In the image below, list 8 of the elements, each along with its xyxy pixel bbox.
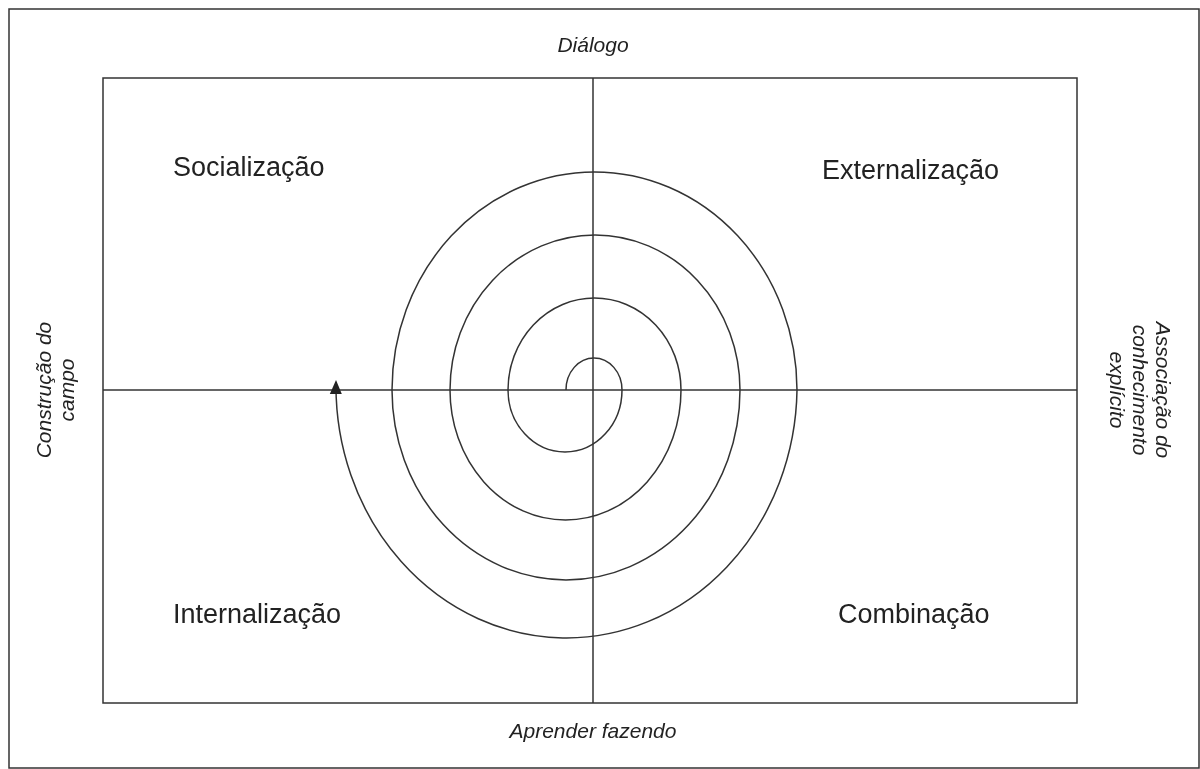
quadrant-label: Combinação — [838, 600, 990, 630]
axis-label: Construção do campo — [31, 320, 79, 461]
axis-label: Associação do conhecimento explícito — [1105, 320, 1175, 461]
quadrant-label: Socialização — [173, 153, 325, 183]
quadrant-label: Externalização — [822, 156, 1000, 186]
axis-label: Aprender fazendo — [509, 719, 677, 743]
axis-label: Diálogo — [557, 33, 629, 57]
quadrant-label: Internalização — [173, 600, 342, 630]
